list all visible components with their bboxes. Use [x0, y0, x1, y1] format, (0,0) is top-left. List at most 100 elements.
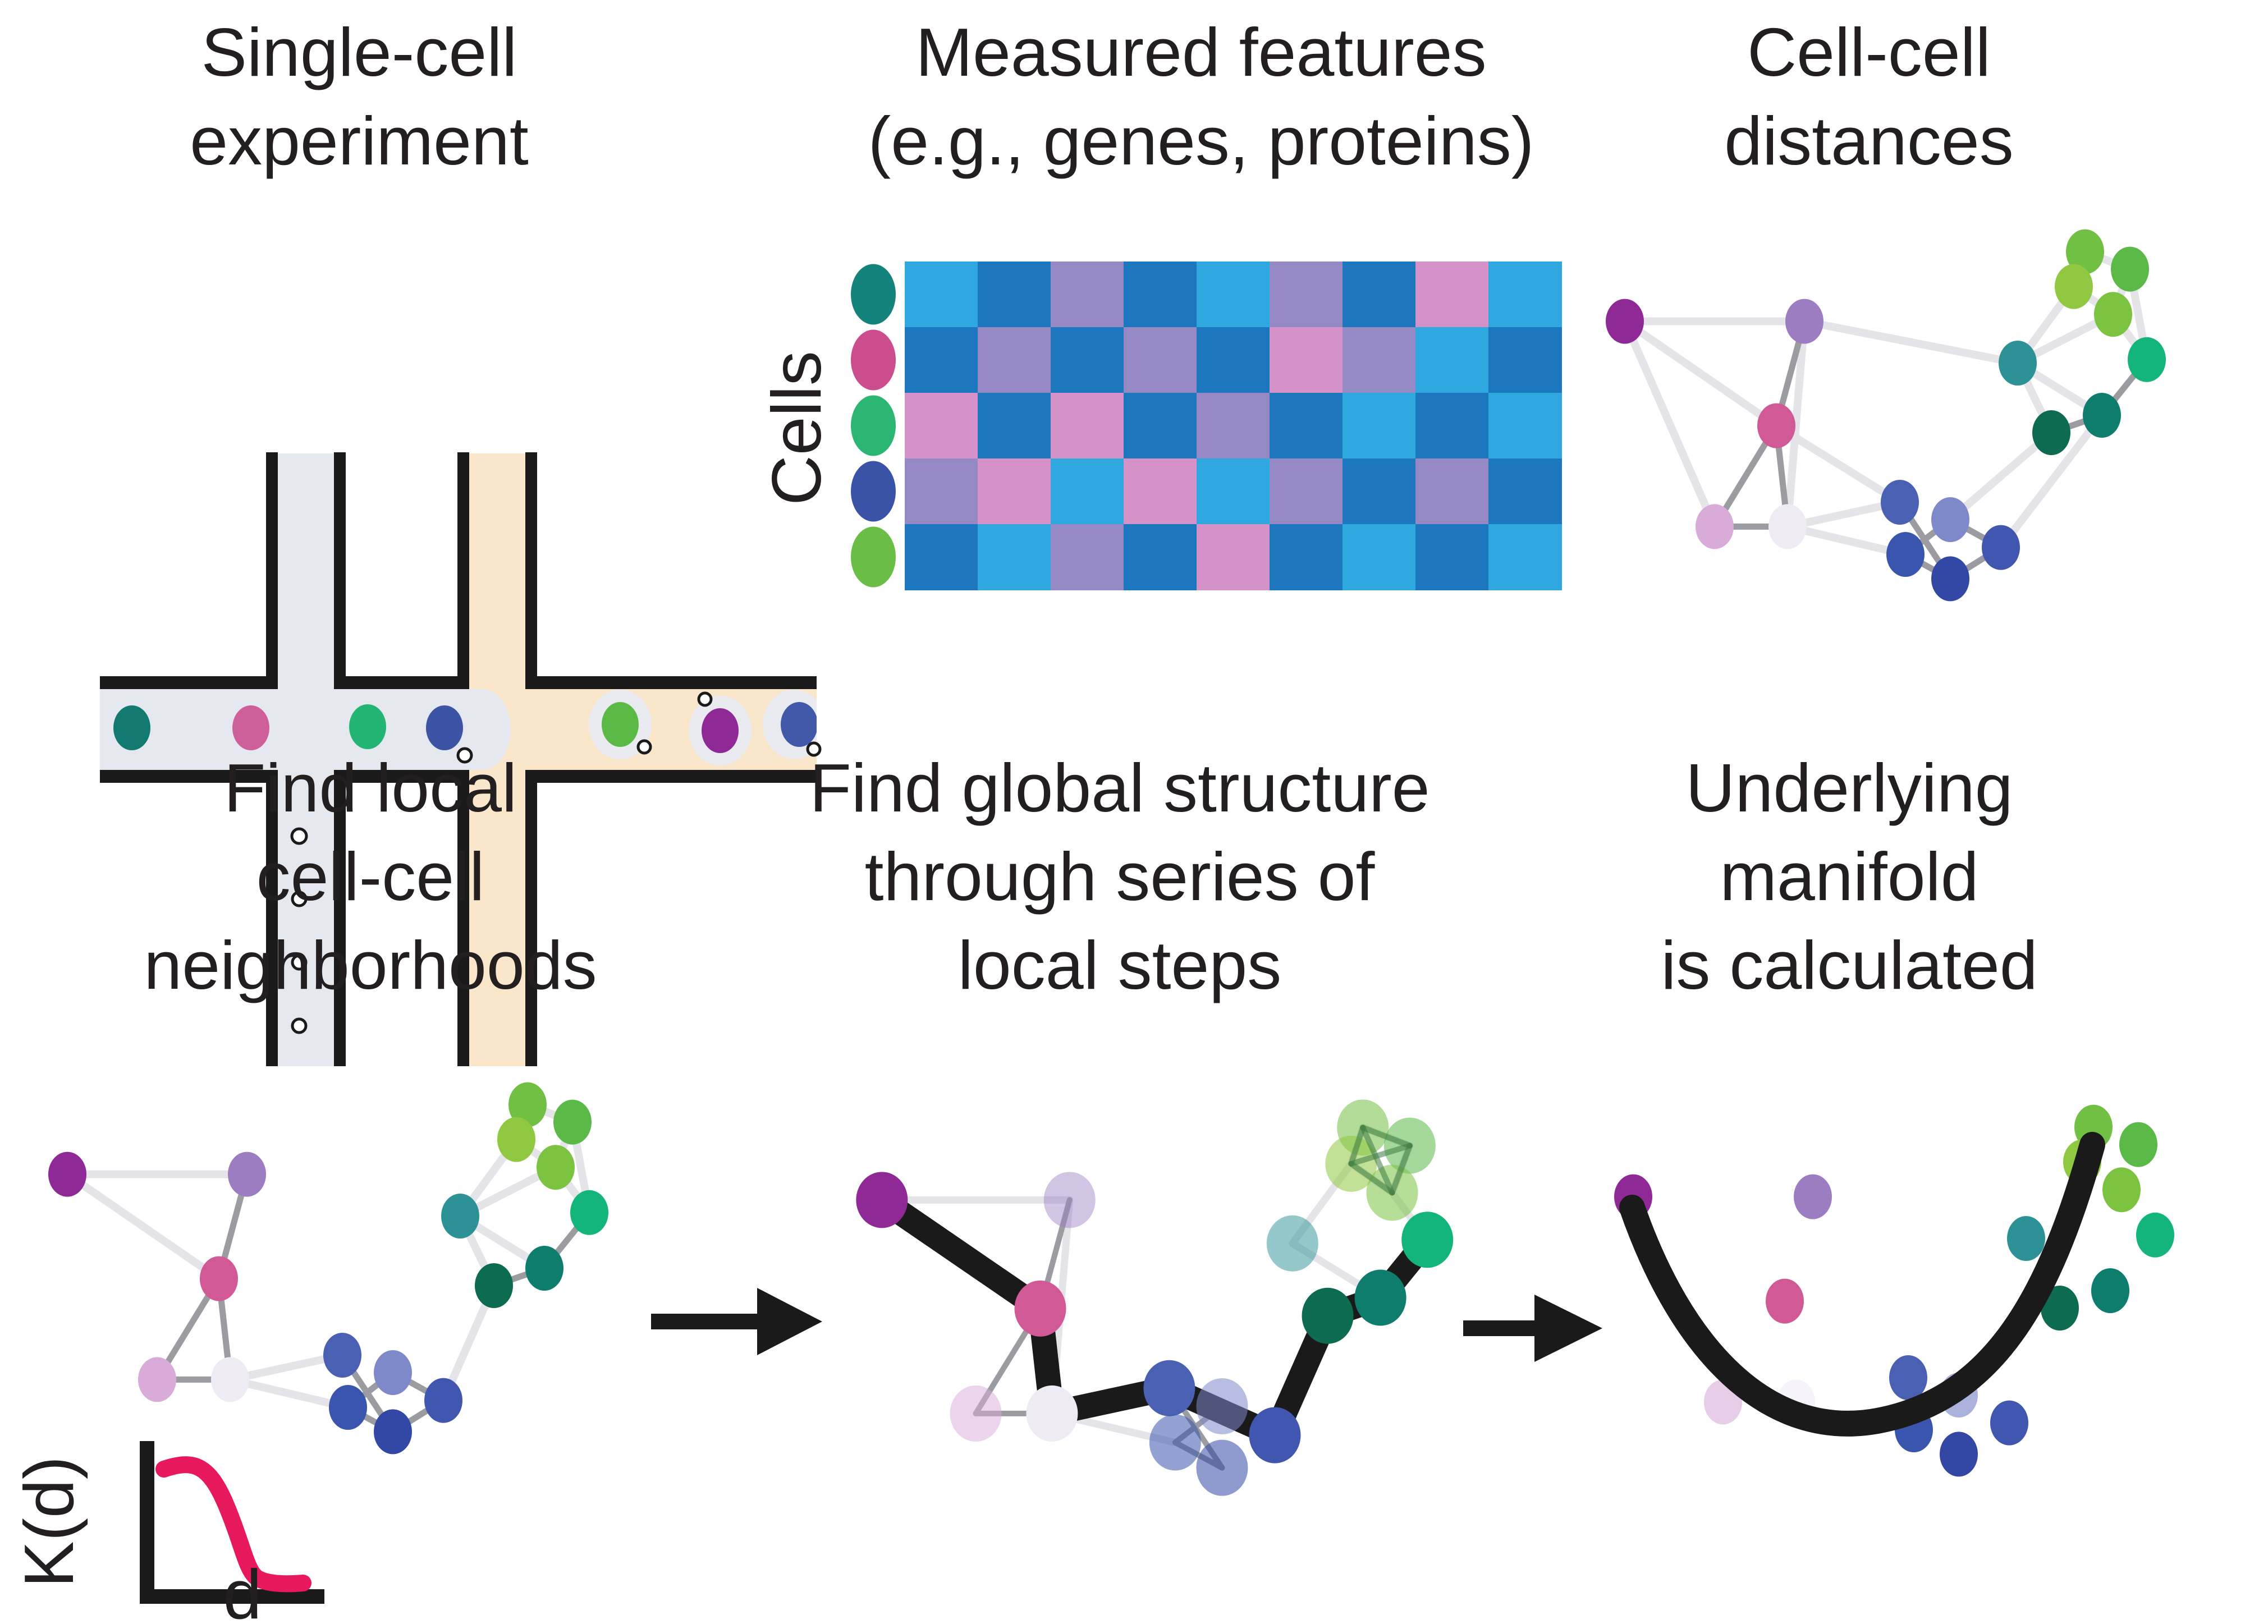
channel-wall [334, 770, 346, 1066]
row-cell-marker [851, 329, 896, 391]
row-cell-marker [851, 526, 896, 588]
heading-line: manifold [1720, 838, 1979, 915]
heatmap-cell [905, 524, 978, 590]
node-teal-cell [1999, 341, 2037, 386]
global-structure-graph [856, 1099, 1454, 1496]
node-light-green-cell-3 [2055, 264, 2093, 309]
node-emerald-cell [1401, 1212, 1454, 1268]
heatmap-cell [1415, 458, 1489, 525]
node-light-green-cell-4 [2102, 1167, 2141, 1213]
arrowhead-icon [757, 1288, 822, 1355]
heatmap-cell [1051, 327, 1124, 393]
edge-b2-gd [1946, 429, 2055, 524]
channel-wall [266, 770, 278, 1066]
channel-wall [334, 452, 346, 689]
heatmap-cell [1124, 458, 1197, 525]
heatmap-cell [1343, 524, 1416, 590]
node-dark-green-cell [1302, 1287, 1354, 1344]
edge-wl-b3 [226, 1375, 352, 1411]
bubble [636, 739, 652, 755]
teal-cell [113, 705, 150, 750]
node-light-green-cell-1 [2066, 229, 2104, 274]
node-blue-cell-5 [1249, 1407, 1301, 1464]
node-light-green-cell-2 [2119, 1122, 2157, 1167]
heading-line: Underlying [1685, 750, 2013, 826]
heading-line: Cell-cell [1747, 14, 1991, 90]
node-dark-purple-cell [856, 1172, 908, 1228]
row-cell-marker [851, 395, 896, 456]
heatmap-cell [1051, 262, 1124, 328]
heatmap-cell [1124, 262, 1197, 328]
heatmap-cell [1270, 393, 1343, 459]
heading-line: Single-cell [201, 14, 517, 90]
cells-axis-label: Cells [758, 351, 836, 506]
heatmap-cell [1343, 327, 1416, 393]
heatmap-cell [1197, 393, 1270, 459]
node-blue-cell-3 [1149, 1414, 1201, 1471]
blue-cell-droplet [781, 702, 817, 747]
node-blue-cell-4 [1196, 1439, 1248, 1496]
node-blue-cell-1 [1881, 480, 1919, 525]
heatmap-cell [978, 393, 1051, 459]
heatmap-cell [1488, 458, 1562, 525]
node-blue-cell-2 [1196, 1378, 1248, 1434]
green-cell-droplet [602, 702, 639, 747]
node-pink-cell [1757, 403, 1795, 448]
cell-cell-distance-graph [1606, 229, 2166, 602]
node-blue-cell-1 [1889, 1355, 1927, 1400]
channel-wall [100, 676, 266, 689]
heatmap-cell [1415, 393, 1489, 459]
edge-lg3-lg1 [1348, 1125, 1366, 1167]
node-emerald-cell [2136, 1212, 2174, 1258]
kd-xlabel: d [223, 1556, 262, 1624]
node-pink-cell [1014, 1280, 1066, 1337]
node-dark-teal-cell [2083, 393, 2121, 438]
edge-lg1-lg2 [1360, 1125, 1413, 1149]
heatmap-cell [1270, 327, 1343, 393]
node-pale-lavender-cell [211, 1357, 249, 1402]
heading-line: distances [1724, 103, 2014, 179]
row-cell-marker [851, 264, 896, 325]
edge-lg2-lg3 [1348, 1143, 1413, 1167]
heading-line: Find local [223, 750, 517, 826]
heading-line: local steps [957, 927, 1282, 1003]
channel-wall [100, 770, 266, 783]
node-light-green-cell-2 [553, 1099, 592, 1145]
heatmap-cell [1124, 327, 1197, 393]
heading-measured-features: Measured features (e.g., genes, proteins… [797, 8, 1605, 185]
node-purple-cell [228, 1152, 266, 1197]
heading-line: is calculated [1661, 927, 2038, 1003]
local-neighborhood-graph [48, 1082, 608, 1455]
arrow-local-to-global [651, 1288, 822, 1355]
heatmap-cell [1488, 327, 1562, 393]
pink-cell [232, 705, 269, 750]
heading-find-local: Find local cell-cell neighborhoods [6, 744, 735, 1010]
heatmap-cell [1415, 327, 1489, 393]
heatmap-cell [978, 524, 1051, 590]
heatmap-cell [1270, 524, 1343, 590]
node-blue-cell-1 [1143, 1360, 1195, 1416]
edge-lg4-lg3 [1348, 1160, 1395, 1196]
channel-wall [457, 452, 469, 689]
node-blue-cell-2 [1931, 497, 1969, 542]
channel-wall [346, 770, 457, 783]
heatmap-cell [905, 458, 978, 525]
heading-line: neighborhoods [144, 927, 597, 1003]
node-light-green-cell-1 [508, 1082, 547, 1127]
kd-distance-inset-plot: K(d) d [11, 1441, 324, 1624]
edge-lg2-lg4 [1389, 1143, 1413, 1196]
channel-wall [525, 452, 537, 689]
arrowhead-icon [1534, 1295, 1602, 1362]
bubble [291, 954, 308, 971]
node-blue-cell-4 [1940, 1432, 1978, 1477]
heatmap-cell [1488, 524, 1562, 590]
bubble [290, 827, 308, 845]
blue-cell [426, 705, 463, 750]
node-light-pink-cell [1696, 504, 1734, 549]
heading-line: through series of [864, 838, 1375, 915]
purple-cell-droplet [702, 708, 739, 753]
arrow-global-to-manifold [1463, 1295, 1602, 1362]
heatmap-cell [1488, 393, 1562, 459]
bubble [291, 1017, 308, 1034]
node-light-pink-cell [950, 1385, 1002, 1442]
